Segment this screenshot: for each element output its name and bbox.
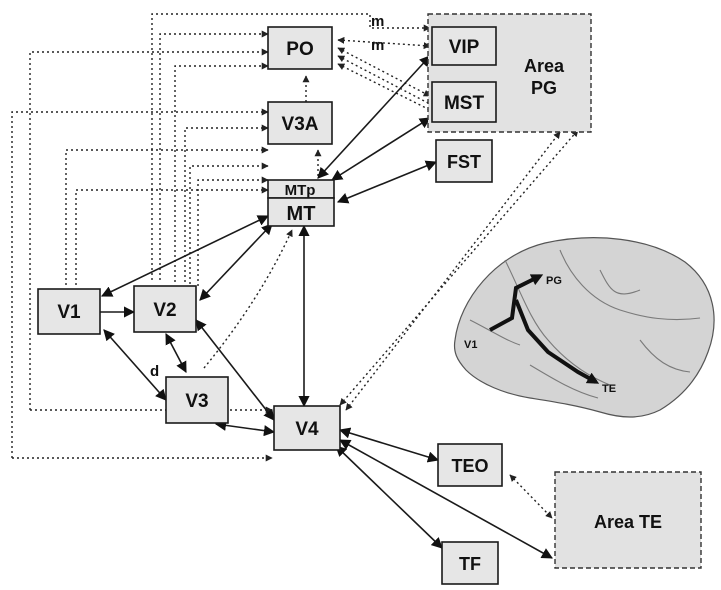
node-mtp-label: MTp <box>285 182 316 199</box>
node-teo-label: TEO <box>451 456 488 476</box>
node-v4-label: V4 <box>295 419 319 440</box>
area-pg-label-line2: PG <box>531 78 557 98</box>
edge-label-d: d <box>150 363 159 380</box>
node-v2-label: V2 <box>153 300 176 321</box>
area-pg-label-line1: Area <box>524 56 565 76</box>
edge-v2-v4 <box>195 319 275 421</box>
node-po-label: PO <box>286 39 313 60</box>
edge-v1-mt <box>100 215 270 297</box>
brain-label-v1: V1 <box>464 339 477 351</box>
node-fst-label: FST <box>447 152 481 172</box>
solid-connections <box>100 55 553 559</box>
dotted-line-po-vip <box>337 36 431 50</box>
brain-sulcus-2 <box>559 249 701 321</box>
edge-v3-v4 <box>214 419 276 437</box>
node-v4: V4 <box>273 405 341 451</box>
node-v3a-label: V3A <box>282 114 319 135</box>
edge-v1-v3 <box>103 329 167 401</box>
node-mt: MT <box>267 197 335 227</box>
node-v1-label: V1 <box>57 302 81 323</box>
dotted-line-v1-po <box>29 48 269 410</box>
edge-v4-teo <box>338 427 440 463</box>
brain-sulcus-5 <box>639 339 691 373</box>
node-po: PO <box>267 26 333 70</box>
brain-sulcus-6 <box>529 364 599 399</box>
edge-mt-fst <box>336 160 438 204</box>
node-fst: FST <box>435 139 493 183</box>
dotted-line-v4-pg-2 <box>345 131 561 411</box>
brain-label-pg: PG <box>546 275 562 287</box>
node-v1: V1 <box>37 288 101 335</box>
node-vip-label: VIP <box>449 37 480 58</box>
node-tf-label: TF <box>459 554 481 574</box>
dotted-line-v3-mt <box>203 229 293 369</box>
area-te <box>554 471 702 569</box>
node-v2: V2 <box>133 285 197 333</box>
node-mst: MST <box>431 81 497 123</box>
dotted-line-teo-te <box>509 474 553 519</box>
node-v3-label: V3 <box>185 391 208 412</box>
dotted-line-po-mst-2 <box>337 55 431 105</box>
edge-label-m-top: m <box>371 13 384 30</box>
edge-v2-v3 <box>165 333 187 373</box>
brain-illustration: PG V1 TE <box>453 237 715 418</box>
dotted-line-v2-po <box>159 30 269 280</box>
dotted-line-v1-mtp <box>75 186 269 285</box>
dotted-line-v3-po <box>174 62 269 282</box>
brain-outline <box>453 237 715 418</box>
edge-mt-mst <box>331 117 431 181</box>
node-teo: TEO <box>437 443 503 487</box>
brain-sulcus-4 <box>599 269 641 295</box>
dotted-line-v4-v3a <box>11 108 269 458</box>
brain-sulcus-3 <box>469 319 521 346</box>
dotted-line-v2-mtp-1 <box>65 146 269 285</box>
node-mst-label: MST <box>444 93 485 114</box>
brain-dorsal-pathway <box>489 274 544 332</box>
node-mtp: MTp <box>267 179 335 199</box>
area-te-label: Area TE <box>594 512 662 532</box>
edge-v2-mt <box>199 223 273 301</box>
brain-ventral-pathway <box>514 299 600 384</box>
node-tf: TF <box>441 541 499 585</box>
brain-label-te: TE <box>602 383 616 395</box>
edge-label-m-second: m <box>371 37 384 54</box>
node-v3: V3 <box>165 376 229 424</box>
node-mt-label: MT <box>287 203 316 225</box>
dotted-line-v3-mtp <box>189 162 269 284</box>
edge-v4-tf <box>335 445 443 549</box>
node-vip: VIP <box>431 26 497 66</box>
node-v3a: V3A <box>267 101 333 145</box>
